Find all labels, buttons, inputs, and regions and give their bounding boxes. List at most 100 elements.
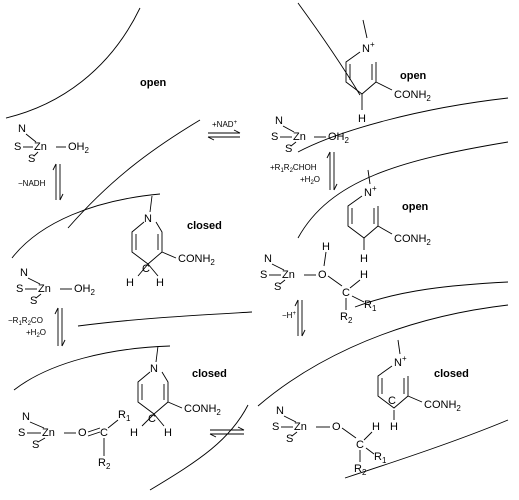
- nad-plus-ring: N+ H CONH2: [345, 19, 431, 125]
- carbinol-carbon: C: [342, 287, 350, 299]
- water-ligand: OH2: [74, 283, 96, 297]
- methyl-bond: [397, 339, 401, 355]
- boundary-curve: [344, 419, 509, 479]
- s-ligand: S: [274, 281, 281, 293]
- equilibrium-arrow-nadh-release: −NADH: [18, 163, 64, 201]
- boundary-curve: [13, 345, 171, 391]
- ring-nitrogen: N: [150, 363, 158, 375]
- o-c-bond: [341, 427, 357, 439]
- alcohol-plus-label: +R1R2CHOH: [270, 163, 317, 174]
- ketone-minus-label: −R1R2CO: [8, 316, 43, 327]
- s-zn-bond: [291, 431, 298, 437]
- pyridinium-ring: [377, 365, 409, 409]
- equilibrium-arrow-nad-binding: +NAD+: [207, 120, 241, 141]
- zinc-atom: Zn: [294, 421, 307, 433]
- forward-arrowhead: [237, 426, 245, 431]
- down-arrowhead: [61, 339, 66, 347]
- zinc-water-complex: N S S Zn OH2: [14, 123, 90, 165]
- ring-nitrogen: N+: [394, 354, 407, 369]
- zinc-ketone-complex: N S S Zn O C R1 R2: [18, 409, 131, 471]
- pyridinium-ring: [345, 51, 377, 95]
- carboxamide-group: CONH2: [424, 399, 461, 413]
- n-zn-bond: [29, 421, 45, 429]
- s-ligand: S: [16, 283, 23, 295]
- o-c-bond: [327, 275, 343, 287]
- carboxamide-group: CONH2: [394, 233, 431, 247]
- s-ligand: S: [260, 269, 267, 281]
- water-ligand: OH2: [68, 141, 90, 155]
- c-r1-bond: [351, 295, 365, 303]
- ring-hydrogen: H: [156, 277, 164, 289]
- hydride-hydrogen: H: [372, 421, 380, 433]
- dihydropyridine-ring: [131, 221, 163, 265]
- n-ligand: N: [264, 253, 272, 265]
- boundary-curve: [149, 404, 249, 491]
- nad-plus-label: +NAD+: [212, 120, 238, 129]
- s-ligand: S: [32, 439, 39, 451]
- substituent-r1: R1: [364, 299, 377, 313]
- state-label-closed: closed: [187, 220, 222, 232]
- carbinol-hydrogen: H: [360, 269, 368, 281]
- zinc-alkoxide-complex: N S S Zn O C H R1 R2: [272, 405, 387, 477]
- methyl-bond: [362, 19, 368, 39]
- boundary-curve: [77, 311, 253, 327]
- dihydropyridine-ring: [137, 371, 169, 415]
- ring-c-h-bond: [137, 263, 149, 277]
- ring-nitrogen: N+: [362, 40, 375, 55]
- substituent-r1: R1: [118, 409, 131, 423]
- water-plus-label: +H2O: [300, 175, 320, 186]
- carbonyl-oxygen: O: [78, 427, 87, 439]
- ring-c-h-bond: [153, 413, 165, 427]
- s-zn-bond: [290, 141, 297, 147]
- equilibrium-arrow-hydride-transfer: [209, 426, 245, 438]
- state-label-closed: closed: [192, 368, 227, 380]
- n-zn-bond: [282, 125, 295, 133]
- s-zn-bond: [33, 151, 39, 157]
- carbonyl-carbon: C: [100, 427, 108, 439]
- carboxamide-group: CONH2: [178, 253, 215, 267]
- s-ligand: S: [28, 153, 35, 165]
- carboxamide-bond: [161, 251, 177, 259]
- substituent-r1: R1: [374, 451, 387, 465]
- carboxamide-bond: [377, 225, 393, 235]
- nadh-ring: N H H C CONH2: [130, 345, 221, 439]
- zinc-water-nad-complex: N S S Zn OH2: [271, 115, 350, 155]
- alkoxide-oxygen: O: [332, 421, 341, 433]
- n-ligand: N: [18, 123, 26, 135]
- boundary-curve: [5, 7, 141, 119]
- state-label-open: open: [400, 70, 427, 82]
- up-arrowhead: [326, 151, 331, 159]
- alkoxide-oxygen: O: [318, 269, 327, 281]
- zinc-atom: Zn: [42, 427, 55, 439]
- equilibrium-arrow-proton-release: −H+: [282, 299, 306, 337]
- s-ligand: S: [286, 433, 293, 445]
- water-plus-label: +H2O: [26, 328, 46, 339]
- n-ligand: N: [22, 411, 30, 423]
- n-zn-bond: [271, 263, 285, 271]
- nadh-minus-label: −NADH: [18, 179, 46, 188]
- boundary-curve: [67, 119, 201, 229]
- s-ligand: S: [272, 421, 279, 433]
- methyl-bond: [367, 169, 371, 185]
- n-zn-bond: [283, 415, 297, 423]
- n-zn-bond: [27, 277, 41, 285]
- down-arrowhead: [59, 193, 64, 201]
- ring-hydrogen: H: [360, 253, 368, 265]
- c-o-double-bond: [87, 431, 101, 437]
- o-h-bond: [323, 251, 327, 267]
- s-zn-bond: [35, 293, 42, 299]
- ring-hydrogen: H: [358, 113, 366, 125]
- nadh-ring: N H H C CONH2: [126, 195, 215, 289]
- c-o-double-bond: [87, 427, 101, 433]
- c-r1-bond: [365, 447, 375, 455]
- boundary-curve: [297, 2, 361, 96]
- s-zn-bond: [279, 279, 286, 285]
- alkoxide-carbon: C: [356, 439, 364, 451]
- carboxamide-bond: [375, 81, 393, 91]
- up-arrowhead: [294, 299, 299, 307]
- down-arrowhead: [301, 329, 306, 337]
- s-ligand: S: [285, 143, 292, 155]
- s-ligand: S: [14, 141, 21, 153]
- ring-carbon: C: [142, 263, 150, 275]
- s-ligand: S: [271, 131, 278, 143]
